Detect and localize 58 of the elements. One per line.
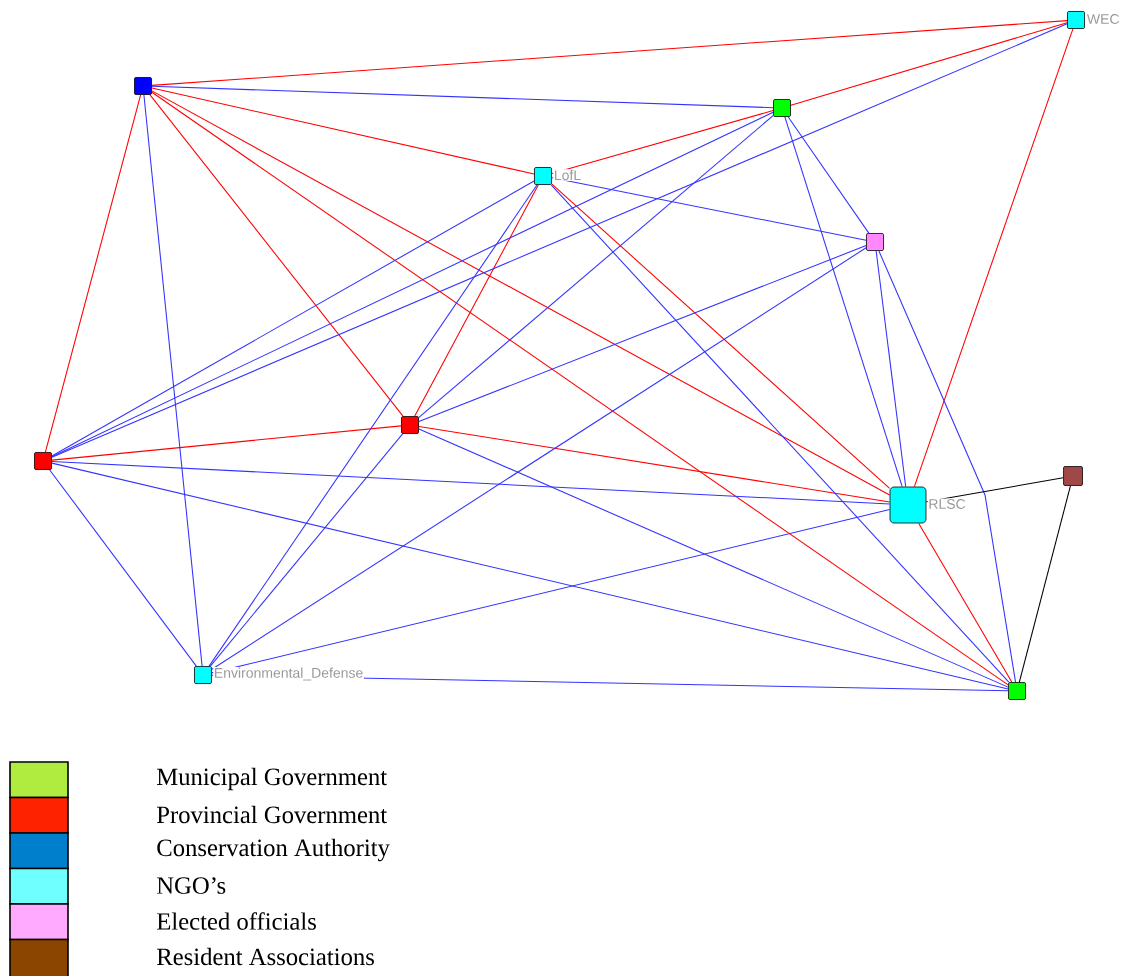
connection-line bbox=[551, 110, 774, 174]
node-label: WEC bbox=[1086, 13, 1121, 25]
connection-line bbox=[414, 184, 539, 417]
legend-label: Resident Associations bbox=[157, 947, 374, 966]
connection-line bbox=[149, 94, 404, 417]
legend-label: Provincial Government bbox=[157, 805, 387, 824]
connection-line bbox=[44, 94, 142, 453]
connection-line bbox=[51, 460, 891, 505]
connection-line bbox=[925, 477, 1064, 503]
network-node bbox=[889, 486, 927, 524]
connection-line bbox=[418, 244, 867, 423]
network-node bbox=[1008, 682, 1026, 700]
connection-line bbox=[418, 115, 774, 418]
connection-line bbox=[211, 247, 867, 670]
connection-line bbox=[51, 462, 1009, 690]
connection-line bbox=[551, 177, 867, 241]
connection-line bbox=[151, 90, 891, 496]
connection-line bbox=[51, 111, 774, 458]
legend-label: NGO’s bbox=[157, 877, 226, 894]
connection-line bbox=[51, 425, 402, 461]
network-node bbox=[194, 666, 212, 684]
legend-label: Elected officials bbox=[157, 912, 316, 930]
connection-line bbox=[418, 428, 1009, 688]
connection-line bbox=[875, 250, 907, 488]
connection-line bbox=[790, 22, 1068, 106]
network-node bbox=[401, 416, 419, 434]
network-node bbox=[34, 452, 52, 470]
legend-label: Municipal Government bbox=[157, 767, 387, 791]
connection-line bbox=[878, 250, 1017, 683]
node-label: Environmental_Defense bbox=[213, 666, 364, 682]
connection-line bbox=[918, 522, 1013, 683]
connection-line bbox=[418, 425, 891, 503]
legend-label: Conservation Authority bbox=[157, 838, 390, 862]
network-node bbox=[534, 167, 552, 185]
connection-line bbox=[208, 184, 538, 667]
connection-line bbox=[209, 433, 404, 667]
connection-line bbox=[550, 184, 1010, 683]
connection-line bbox=[1018, 485, 1071, 683]
connection-line bbox=[151, 85, 774, 109]
connection-line bbox=[787, 116, 870, 234]
network-node bbox=[866, 233, 884, 251]
connection-line bbox=[151, 20, 1068, 86]
connection-line bbox=[211, 508, 891, 674]
network-node bbox=[773, 99, 791, 117]
connection-line bbox=[51, 180, 535, 457]
network-node bbox=[134, 77, 152, 95]
connection-line bbox=[913, 28, 1074, 488]
node-label: RLSC bbox=[927, 498, 967, 510]
connection-line bbox=[151, 91, 1009, 686]
network-node bbox=[1063, 466, 1083, 486]
connection-line bbox=[151, 87, 535, 175]
connection-line bbox=[784, 116, 903, 488]
connection-line bbox=[551, 183, 891, 489]
connection-line bbox=[49, 469, 197, 667]
node-label: LofL bbox=[553, 169, 582, 181]
connection-line bbox=[143, 94, 203, 667]
connection-line bbox=[51, 23, 1068, 458]
network-node bbox=[1067, 11, 1085, 29]
